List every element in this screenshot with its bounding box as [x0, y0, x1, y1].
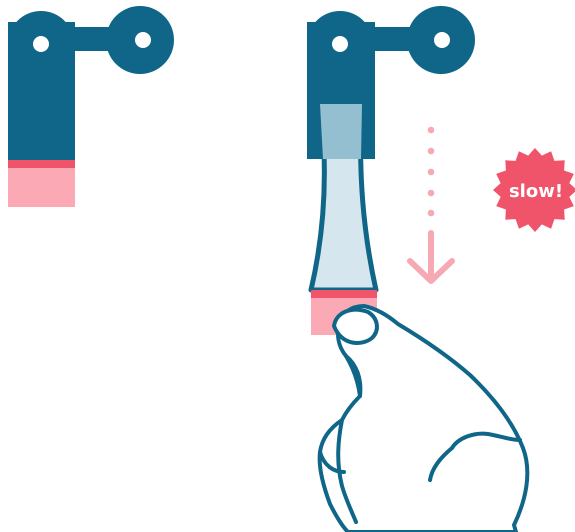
badge-label: slow!	[509, 181, 563, 202]
thumb-nail	[332, 307, 379, 345]
stretched-band-overlap	[320, 104, 362, 159]
tab-pink-left	[8, 168, 75, 207]
knuckle-line	[428, 446, 454, 482]
slow-badge: slow!	[493, 148, 575, 232]
knuckle-curve	[450, 431, 522, 450]
pinching-hand-icon	[317, 304, 530, 532]
tab-red-band-right	[311, 290, 377, 298]
pivot-hole-left-2	[135, 32, 151, 48]
handle-pulled	[307, 6, 475, 335]
pivot-hole-right-2	[434, 32, 450, 48]
pivot-hole-left-1	[33, 36, 49, 52]
starburst-badge-icon	[493, 148, 575, 232]
handle-at-rest	[8, 6, 174, 207]
finger-fold-2	[336, 418, 358, 524]
finger-fold-1	[344, 354, 363, 398]
handle-frame-left	[8, 6, 174, 160]
finger-fold-3	[318, 450, 346, 474]
tab-red-band-left	[8, 160, 75, 168]
arrow-down-dotted-icon	[407, 126, 455, 284]
pivot-hole-right-1	[332, 36, 348, 52]
